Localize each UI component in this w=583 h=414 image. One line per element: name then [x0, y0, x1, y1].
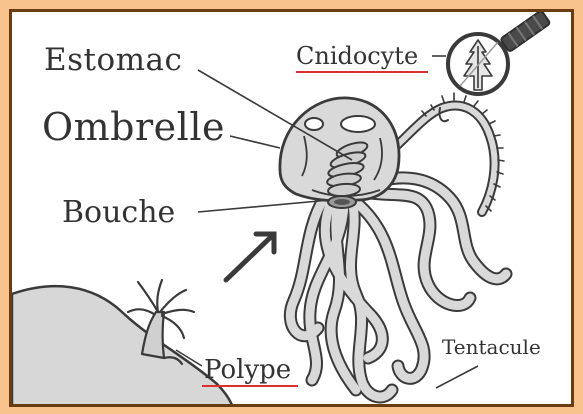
bell-highlight: [341, 116, 375, 132]
jellyfish-diagram: Estomac Ombrelle Bouche Cnidocyte Polype…: [12, 12, 574, 407]
magnifying-glass-icon: [448, 12, 550, 94]
label-estomac: Estomac: [44, 42, 182, 78]
growth-arrow-icon: [226, 234, 274, 280]
label-bouche: Bouche: [62, 195, 175, 230]
label-ombrelle: Ombrelle: [42, 105, 225, 149]
label-polype: Polype: [204, 355, 291, 385]
label-tentacule: Tentacule: [442, 335, 541, 359]
label-cnidocyte: Cnidocyte: [296, 42, 418, 70]
seabed-rock: [12, 286, 234, 407]
illustration-panel: Estomac Ombrelle Bouche Cnidocyte Polype…: [9, 9, 574, 407]
tentacles: [290, 178, 506, 397]
mouth: [328, 196, 356, 208]
